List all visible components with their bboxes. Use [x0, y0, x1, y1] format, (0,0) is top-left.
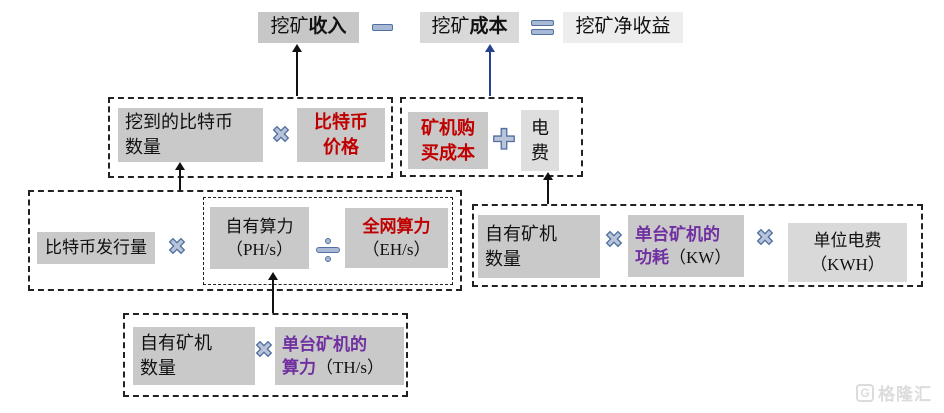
watermark-text: 格隆汇 [878, 385, 932, 404]
revenue-formula-group [108, 97, 393, 178]
net-profit-label: 挖矿净收益 [575, 16, 671, 38]
per-miner-hashrate-box: 单台矿机的 算力（TH/s） [275, 327, 404, 385]
gelonghui-logo-icon: G [856, 383, 874, 402]
mined-btc-formula-group [28, 190, 462, 291]
multiply-icon-1: ✖ [271, 123, 291, 148]
mining-income-label: 挖矿收入 [270, 16, 347, 38]
minus-icon [372, 24, 393, 31]
net-profit-box: 挖矿净收益 [563, 12, 683, 43]
plus-icon: ✚ [492, 123, 517, 156]
equals-icon [531, 20, 554, 36]
miner-purchase-cost-box: 矿机购 买成本 [408, 112, 488, 169]
mined-btc-amount-box: 挖到的比特币 数量 [118, 108, 263, 162]
gelonghui-watermark: G 格隆汇 [856, 380, 932, 405]
electricity-formula-group [472, 204, 923, 287]
unit-electricity-price-box: 单位电费 （KWH） [788, 223, 907, 282]
multiply-icon-4: ✖ [755, 226, 775, 251]
multiply-icon-3: ✖ [604, 228, 624, 253]
per-miner-hashrate-line2: 算力（TH/s） [282, 358, 384, 377]
network-hashrate-box: 全网算力 （EH/s） [345, 208, 448, 268]
own-miner-count-box-hashrate: 自有矿机 数量 [133, 327, 255, 385]
per-miner-power-line2: 功耗（KW） [635, 248, 732, 267]
per-miner-power-box: 单台矿机的 功耗（KW） [628, 215, 744, 277]
own-hashrate-formula-group [123, 313, 408, 397]
btc-issuance-box: 比特币发行量 [37, 232, 155, 264]
multiply-icon-5: ✖ [254, 338, 274, 363]
mining-cost-label: 挖矿成本 [431, 16, 508, 38]
own-hashrate-box: 自有算力 （PH/s） [210, 207, 309, 269]
hashrate-ratio-group [203, 197, 453, 285]
multiply-icon-2: ✖ [167, 235, 187, 260]
mining-cost-box: 挖矿成本 [420, 12, 519, 43]
cost-formula-group [400, 97, 583, 177]
electricity-fee-box: 电 费 [521, 110, 559, 171]
mining-income-box: 挖矿收入 [258, 12, 359, 43]
divide-icon [316, 238, 340, 262]
own-miner-count-box-electricity: 自有矿机 数量 [478, 215, 600, 278]
btc-price-box: 比特币 价格 [297, 108, 385, 162]
